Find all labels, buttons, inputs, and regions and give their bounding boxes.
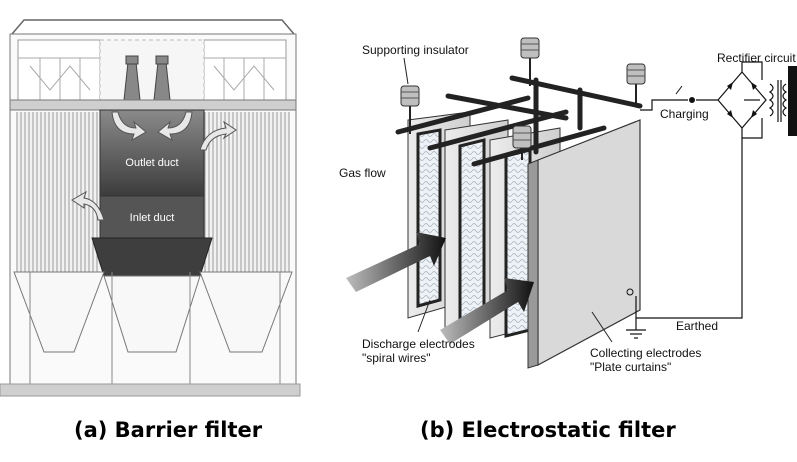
rectifier-circuit-label: Rectifier circuit	[717, 51, 796, 65]
barrier-filter-drawing: Outlet duct Inlet duct	[0, 19, 301, 397]
spiral-wires-label: "spiral wires"	[362, 351, 431, 365]
insulator-icon	[512, 125, 532, 160]
insulator-icon	[400, 85, 420, 134]
plate-curtains-label: "Plate curtains"	[590, 360, 671, 374]
gas-flow-label: Gas flow	[339, 166, 386, 180]
electrostatic-filter-caption: (b) Electrostatic filter	[420, 418, 676, 442]
collecting-electrodes-label: Collecting electrodes	[590, 346, 701, 360]
insulator-icon	[520, 37, 540, 86]
electrostatic-filter-drawing: Supporting insulator Gas flow Charging R…	[339, 37, 797, 374]
barrier-filter-caption: (a) Barrier filter	[74, 418, 263, 442]
gas-flow-arrow-icon	[440, 278, 534, 344]
insulator-icon	[626, 63, 646, 106]
discharge-electrodes-label: Discharge electrodes	[362, 337, 475, 351]
insulator-group	[400, 37, 646, 160]
inlet-duct-label: Inlet duct	[130, 212, 175, 224]
gas-flow-arrow-icon	[346, 232, 446, 292]
supporting-insulator-label: Supporting insulator	[362, 43, 469, 57]
charging-label: Charging	[660, 107, 709, 121]
earthed-label: Earthed	[676, 319, 718, 333]
outlet-duct-label: Outlet duct	[125, 157, 178, 169]
